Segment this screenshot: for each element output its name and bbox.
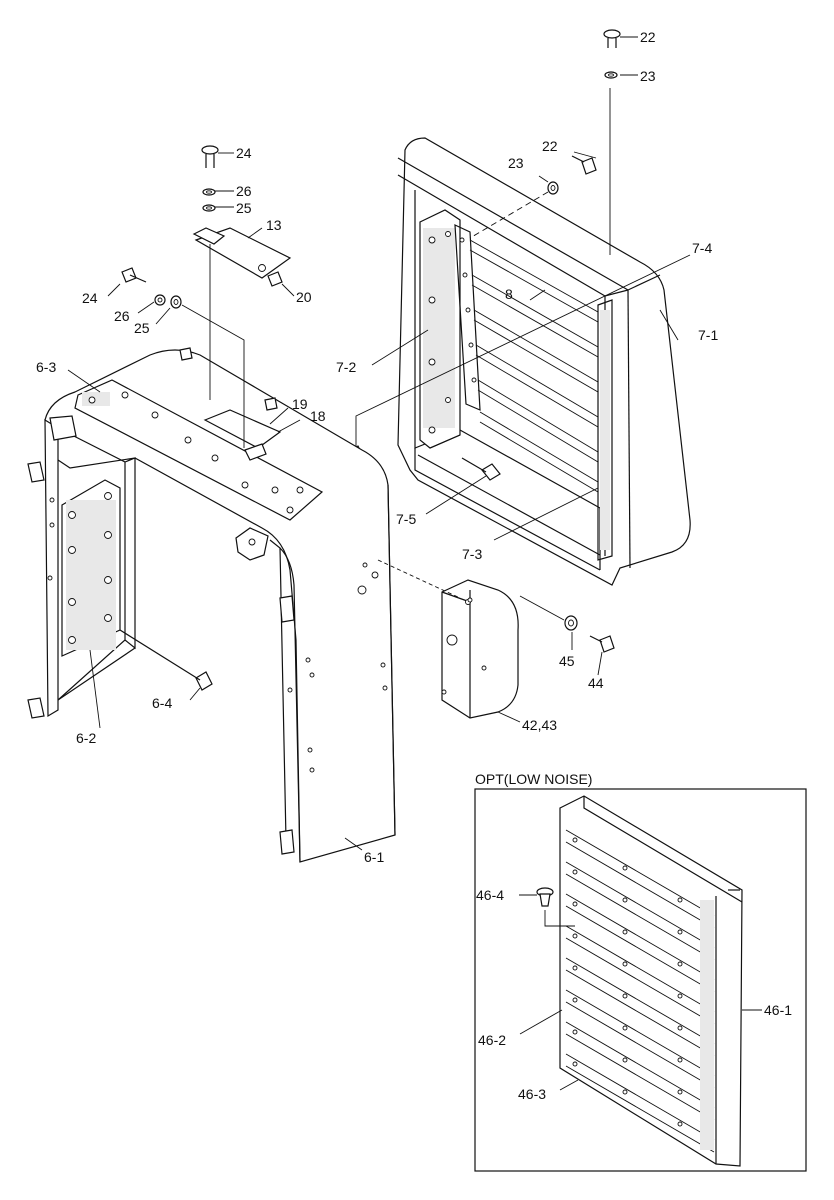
label-23: 23: [508, 155, 524, 171]
label-46-3: 46-3: [518, 1086, 546, 1102]
label-19: 19: [292, 396, 308, 412]
label-22: 22: [640, 29, 656, 45]
bolt-44: [589, 635, 615, 653]
label-18: 18: [310, 408, 326, 424]
label-45: 45: [559, 653, 575, 669]
fastener-stack-side: [121, 267, 245, 448]
label-46-2: 46-2: [478, 1032, 506, 1048]
label-23: 23: [640, 68, 656, 84]
bolt-6-4: [119, 629, 213, 691]
label-7-1: 7-1: [698, 327, 718, 343]
label-24: 24: [236, 145, 252, 161]
radiator-frame-7-1: [397, 137, 691, 586]
opt-low-noise-box: [474, 788, 807, 1172]
fastener-stack-22-23-angled: [469, 155, 597, 239]
fastener-stack-22-23-vertical: [603, 29, 621, 255]
part-labels: 22 23 22 23 24 26 25 13 20 24 26 25 7-4 …: [36, 29, 792, 1102]
bolt-7-5: [461, 457, 501, 481]
label-6-1: 6-1: [364, 849, 384, 865]
label-6-3: 6-3: [36, 359, 56, 375]
fastener-stack-top: [201, 145, 219, 212]
label-26: 26: [114, 308, 130, 324]
label-7-2: 7-2: [336, 359, 356, 375]
label-46-1: 46-1: [764, 1002, 792, 1018]
label-46-4: 46-4: [476, 887, 504, 903]
label-7-3: 7-3: [462, 546, 482, 562]
cover-plate-13: [192, 227, 292, 400]
label-26: 26: [236, 183, 252, 199]
louver-slats-46-2: [565, 829, 715, 1153]
label-7-5: 7-5: [396, 511, 416, 527]
opt-box-title: OPT(LOW NOISE): [475, 771, 592, 787]
label-25: 25: [236, 200, 252, 216]
washer-45: [519, 595, 578, 631]
label-13: 13: [266, 217, 282, 233]
label-42-43: 42,43: [522, 717, 557, 733]
fan-shroud-6-1: [27, 347, 396, 863]
cover-42-43: [377, 559, 519, 719]
label-44: 44: [588, 675, 604, 691]
label-7-4: 7-4: [692, 240, 712, 256]
label-25: 25: [134, 320, 150, 336]
label-8: 8: [505, 286, 513, 302]
label-6-4: 6-4: [152, 695, 172, 711]
label-24: 24: [82, 290, 98, 306]
bolt-46-4: [536, 887, 575, 927]
label-22: 22: [542, 138, 558, 154]
leader-lines: [67, 36, 762, 1091]
label-6-2: 6-2: [76, 730, 96, 746]
label-20: 20: [296, 289, 312, 305]
